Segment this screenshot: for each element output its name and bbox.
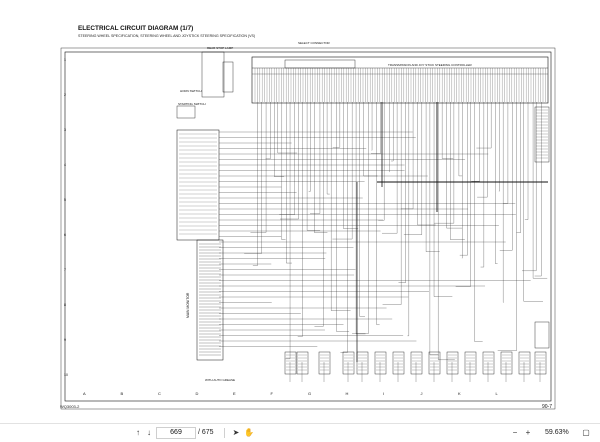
component-box [196, 239, 224, 361]
component-box [222, 61, 234, 93]
grid-number: 1 [64, 58, 66, 62]
grid-letter: K [458, 391, 461, 396]
total-pages: / 675 [198, 429, 214, 436]
component-box [534, 106, 550, 163]
auto-grease-label: WITH AUTO GREASE [205, 378, 235, 382]
component-box [446, 351, 459, 375]
component-box [518, 351, 531, 375]
grid-letter: H [345, 391, 349, 396]
document-code: WQ3003-2 [60, 404, 80, 409]
grid-number: 3 [64, 128, 66, 132]
grid-number: 4 [64, 163, 66, 167]
viewer-toolbar: ↑ ↓ 669 / 675 ➤ ✋ − + 59.63% ▢ [0, 423, 600, 442]
starting-switch-label: STARTING SWITCH [178, 102, 206, 106]
component-box [284, 59, 356, 69]
component-box [176, 129, 220, 241]
zoom-out-icon[interactable]: − [512, 428, 518, 437]
main-monitor-label: MAIN MONITOR [186, 292, 190, 318]
grid-number: 9 [64, 338, 66, 342]
component-box [374, 351, 387, 375]
controller-label: TRANSMISSION AND JOY STICK STEERING CONT… [388, 63, 472, 67]
component-box [342, 351, 355, 375]
component-box [251, 56, 549, 104]
up-arrow-icon[interactable]: ↑ [136, 428, 140, 437]
page-number: 90-7 [542, 404, 553, 410]
component-box [296, 351, 309, 375]
grid-number: 6 [64, 233, 66, 237]
grid-number: 2 [64, 93, 66, 97]
grid-letter: A [83, 391, 86, 396]
grid-letter: D [195, 391, 199, 396]
select-connector-label: SELECT CONNECTOR [298, 41, 330, 45]
component-box [500, 351, 513, 375]
cursor-icon[interactable]: ➤ [232, 428, 240, 437]
horn-switch-label: HORN SWITCH [180, 89, 202, 93]
grid-letter: C [158, 391, 161, 396]
rear-stop-lamp-label: REAR STOP LAMP [207, 46, 234, 50]
grid-letter: B [120, 391, 124, 396]
component-box [284, 351, 297, 375]
component-box [482, 351, 495, 375]
grid-letter: L [495, 391, 498, 396]
component-box [318, 351, 331, 375]
circuit-diagram [60, 47, 556, 410]
grid-letter: G [308, 391, 312, 396]
grid-number: 10 [64, 373, 68, 377]
grid-number: 8 [64, 303, 66, 307]
grid-letter: I [383, 391, 385, 396]
zoom-level[interactable]: 59.63% [545, 429, 569, 436]
grid-number: 7 [64, 268, 66, 272]
grid-number: 5 [64, 198, 66, 202]
component-box [201, 51, 225, 98]
fit-page-icon[interactable]: ▢ [582, 428, 590, 437]
component-box [428, 351, 441, 375]
component-box [392, 351, 405, 375]
document-page [57, 22, 556, 422]
component-box [410, 351, 423, 375]
toolbar-divider [224, 428, 225, 438]
grid-letter: J [420, 391, 423, 396]
component-box [176, 105, 196, 119]
page-number-input[interactable]: 669 [156, 427, 196, 439]
grid-letter: E [233, 391, 236, 396]
down-arrow-icon[interactable]: ↓ [147, 428, 151, 437]
page-subtitle: STEERING WHEEL SPECIFICATION, STEERING W… [78, 34, 256, 38]
component-box [534, 351, 547, 375]
hand-icon[interactable]: ✋ [244, 428, 254, 437]
zoom-in-icon[interactable]: + [525, 428, 531, 437]
page-title: ELECTRICAL CIRCUIT DIAGRAM (1/7) [78, 25, 194, 32]
grid-letter: F [270, 391, 273, 396]
component-box [534, 321, 550, 349]
component-box [464, 351, 477, 375]
component-box [356, 351, 369, 375]
